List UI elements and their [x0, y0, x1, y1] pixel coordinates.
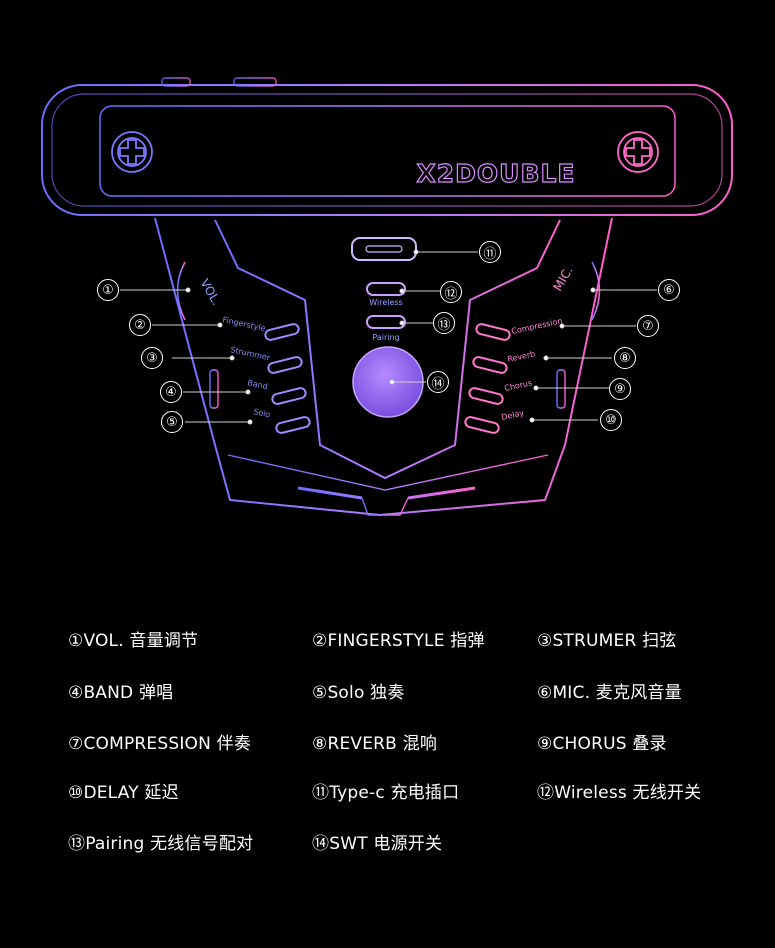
callout-4: ④	[160, 381, 182, 403]
fingerstyle-label: Fingerstyle	[222, 315, 267, 333]
solo-label: Solo	[253, 407, 272, 419]
legend-item-reverb: ⑧REVERB 混响	[312, 734, 438, 754]
strummer-button[interactable]	[267, 356, 303, 374]
chorus-label: Chorus	[504, 378, 533, 393]
type-c-port[interactable]	[351, 237, 417, 261]
screw-left-icon	[111, 131, 153, 173]
legend-item-vol: ①VOL. 音量调节	[68, 631, 199, 651]
legend-item-compression: ⑦COMPRESSION 伴奏	[68, 734, 252, 754]
wireless-label: Wireless	[369, 298, 402, 307]
delay-button[interactable]	[464, 416, 500, 434]
mic-label: MIC.	[550, 264, 575, 294]
brand-logo: X2DOUBLE	[416, 159, 575, 188]
compression-button[interactable]	[475, 323, 511, 341]
callout-6: ⑥	[658, 279, 680, 301]
legend-item-wireless: ⑫Wireless 无线开关	[537, 783, 702, 803]
legend-item-type-c: ⑪Type-c 充电插口	[312, 783, 460, 803]
leader-lines	[120, 249, 657, 425]
device-diagram: X2DOUBLE VOL. MIC. Wireless Pairing Fing…	[41, 77, 733, 517]
callout-12: ⑫	[440, 281, 462, 303]
strummer-label: Strummer	[230, 345, 272, 362]
reverb-label: Reverb	[507, 349, 536, 364]
callout-7: ⑦	[637, 315, 659, 337]
delay-label: Delay	[501, 408, 526, 422]
callout-14: ⑭	[427, 371, 449, 393]
top-bar	[41, 77, 733, 216]
callout-1: ①	[97, 279, 119, 301]
callout-13: ⑬	[433, 312, 455, 334]
callout-11: ⑪	[479, 241, 501, 263]
callout-9: ⑨	[609, 378, 631, 400]
pairing-button[interactable]	[366, 315, 406, 329]
band-button[interactable]	[271, 387, 307, 405]
callout-8: ⑧	[614, 347, 636, 369]
legend-item-mic: ⑥MIC. 麦克风音量	[537, 683, 682, 703]
compression-label: Compression	[511, 316, 564, 336]
legend-item-delay: ⑩DELAY 延迟	[68, 783, 179, 803]
fingerstyle-button[interactable]	[264, 323, 300, 341]
callout-2: ②	[129, 314, 151, 336]
legend: ①VOL. 音量调节 ②FINGERSTYLE 指弹 ③STRUMER 扫弦 ④…	[0, 620, 775, 880]
pairing-label: Pairing	[372, 333, 399, 342]
callout-10: ⑩	[600, 409, 622, 431]
device-body	[154, 217, 613, 517]
wireless-switch[interactable]	[366, 282, 406, 296]
band-label: Band	[247, 378, 269, 391]
legend-item-swt: ⑭SWT 电源开关	[312, 834, 443, 854]
callout-3: ③	[141, 347, 163, 369]
vol-label: VOL.	[197, 277, 223, 308]
legend-item-chorus: ⑨CHORUS 叠录	[537, 734, 667, 754]
legend-item-band: ④BAND 弹唱	[68, 683, 174, 703]
legend-item-pairing: ⑬Pairing 无线信号配对	[68, 834, 254, 854]
callout-5: ⑤	[161, 411, 183, 433]
legend-item-strumer: ③STRUMER 扫弦	[537, 631, 677, 651]
legend-item-solo: ⑤Solo 独奏	[312, 683, 405, 703]
legend-item-fingerstyle: ②FINGERSTYLE 指弹	[312, 631, 485, 651]
reverb-button[interactable]	[472, 356, 508, 374]
solo-button[interactable]	[275, 416, 311, 434]
screw-right-icon	[617, 131, 659, 173]
chorus-button[interactable]	[468, 387, 504, 405]
